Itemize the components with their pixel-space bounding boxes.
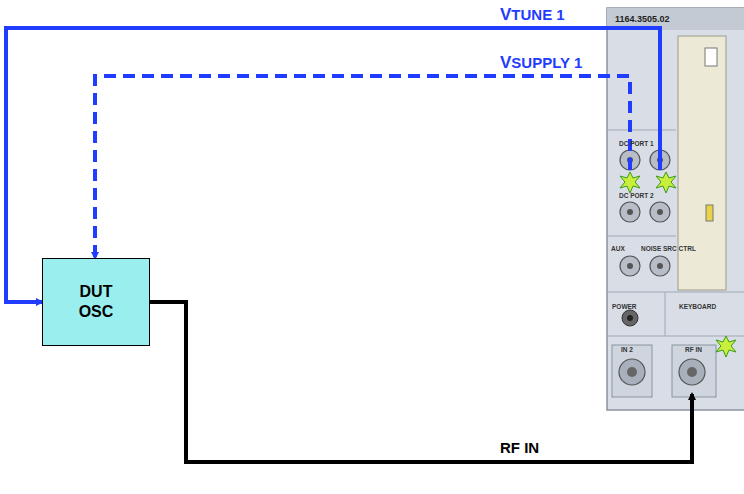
panel-label: 1164.3505.02 — [615, 15, 670, 24]
panel-label: IN 2 — [621, 347, 633, 354]
analyzer-panel: 1164.3505.02 DC PORT 1 DC PORT 2 AUX NOISE S… — [607, 8, 744, 410]
rf-cable — [150, 302, 692, 462]
panel-label: AUX — [611, 246, 625, 253]
panel-label: POWER — [612, 304, 637, 311]
node-title: DUT OSC — [79, 282, 114, 322]
oscillator-box: DUT OSC — [42, 258, 150, 346]
signal-label: VSUPPLY 1 — [500, 54, 582, 73]
panel-label: RF IN — [685, 347, 702, 354]
supply-wire — [95, 76, 630, 258]
panel-label: NOISE SRC CTRL — [641, 246, 696, 253]
panel-label: DC PORT 1 — [619, 141, 654, 148]
signal-label: VTUNE 1 — [500, 6, 565, 25]
panel-label: DC PORT 2 — [619, 193, 654, 200]
signal-label: RF IN — [500, 440, 539, 457]
panel-label: KEYBOARD — [679, 304, 716, 311]
